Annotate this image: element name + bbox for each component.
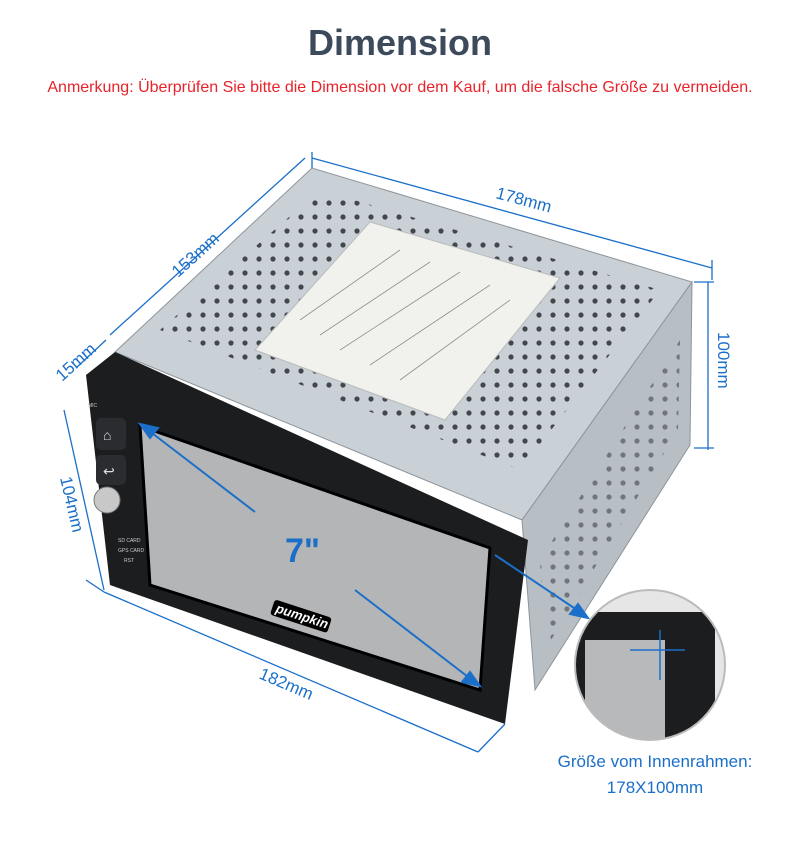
home-button <box>96 418 126 450</box>
home-icon: ⌂ <box>103 427 111 443</box>
screen-size-label: 7" <box>285 532 320 570</box>
dimension-lines <box>63 152 714 753</box>
height-inner-label: 100mm <box>714 332 733 389</box>
note-text: Anmerkung: Überprüfen Sie bitte die Dime… <box>47 79 753 96</box>
wiring-label-sticker <box>254 221 561 421</box>
back-icon: ↩ <box>103 463 115 479</box>
depth-label: 178mm <box>494 184 554 217</box>
back-button <box>96 455 126 485</box>
volume-knob <box>93 486 121 514</box>
wiring-diagram <box>299 249 511 381</box>
screen-diagonal-arrows <box>137 422 591 688</box>
gps-card-label: GPS CARD <box>118 548 145 554</box>
caption-line2: 178X100mm <box>606 778 704 797</box>
mic-label: MIC <box>88 403 98 409</box>
caption-line1: Größe vom Innenrahmen: <box>557 752 753 771</box>
sd-card-label: SD CARD <box>118 538 141 544</box>
page-title: Dimension <box>307 22 493 63</box>
rst-label: RST <box>124 558 134 564</box>
chassis-side-holes <box>540 340 680 650</box>
corner-detail-inset <box>574 589 726 741</box>
height-front-label: 104mm <box>56 475 87 535</box>
